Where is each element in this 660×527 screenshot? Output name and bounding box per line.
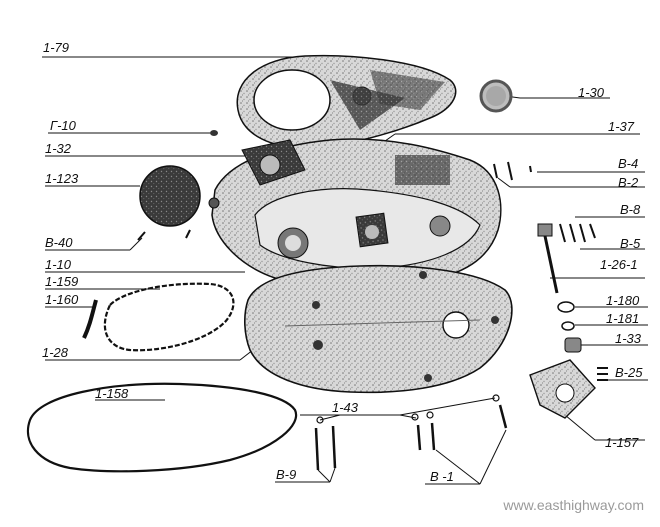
label-1-33: 1-33 — [615, 331, 642, 346]
label-b-40: B-40 — [45, 235, 73, 250]
part-b40-screws — [137, 229, 191, 241]
part-1-157-bracket — [529, 359, 596, 419]
label-1-160: 1-160 — [45, 292, 79, 307]
part-1-123-disc — [139, 165, 201, 227]
part-1-160-tube — [82, 299, 98, 339]
part-1-79-cover — [236, 54, 457, 149]
part-1-33-plug — [564, 337, 582, 353]
label-1-180: 1-180 — [606, 293, 640, 308]
part-1-28-side-cover — [244, 264, 513, 394]
part-1-181-ring — [561, 321, 575, 331]
part-b25-screws — [597, 367, 608, 381]
part-1-10-crankcase — [208, 138, 502, 289]
label-b-4: B-4 — [618, 156, 639, 171]
leader-lines — [42, 56, 648, 485]
label-1-43: 1-43 — [332, 400, 359, 415]
label-1-123: 1-123 — [45, 171, 79, 186]
label-b-1: B -1 — [430, 469, 454, 484]
label-1-26-1: 1-26-1 — [600, 257, 638, 272]
label-1-158: 1-158 — [95, 386, 129, 401]
part-b1-bolts — [416, 404, 508, 451]
label-b-5: B-5 — [620, 236, 641, 251]
label-1-159: 1-159 — [45, 274, 79, 289]
label-1-37: 1-37 — [608, 119, 635, 134]
part-g10-nut — [210, 130, 218, 136]
label-b-2: B-2 — [618, 175, 639, 190]
label-1-157: 1-157 — [605, 435, 639, 450]
label-1-10: 1-10 — [45, 257, 72, 272]
label-1-79: 1-79 — [43, 40, 70, 55]
part-1-180-ring — [557, 301, 575, 313]
part-b8-bolts — [559, 223, 596, 243]
watermark-text: www.easthighway.com — [503, 497, 644, 513]
label-b-25: B-25 — [615, 365, 643, 380]
part-1-26-1-dipstick — [537, 223, 559, 294]
part-b2-bolts — [493, 161, 532, 181]
label-b-8: B-8 — [620, 202, 641, 217]
part-1-158-gasket — [26, 382, 298, 473]
label-1-28: 1-28 — [42, 345, 69, 360]
part-1-30-plug — [479, 79, 513, 113]
label-b-9: B-9 — [276, 467, 297, 482]
label-1-30: 1-30 — [578, 85, 605, 100]
label-g-10: Г-10 — [50, 118, 76, 133]
label-1-32: 1-32 — [45, 141, 72, 156]
label-1-181: 1-181 — [606, 311, 640, 326]
part-1-43-washers — [316, 394, 500, 424]
part-b9-bolts — [314, 425, 337, 471]
part-1-159-gasket — [103, 282, 235, 352]
